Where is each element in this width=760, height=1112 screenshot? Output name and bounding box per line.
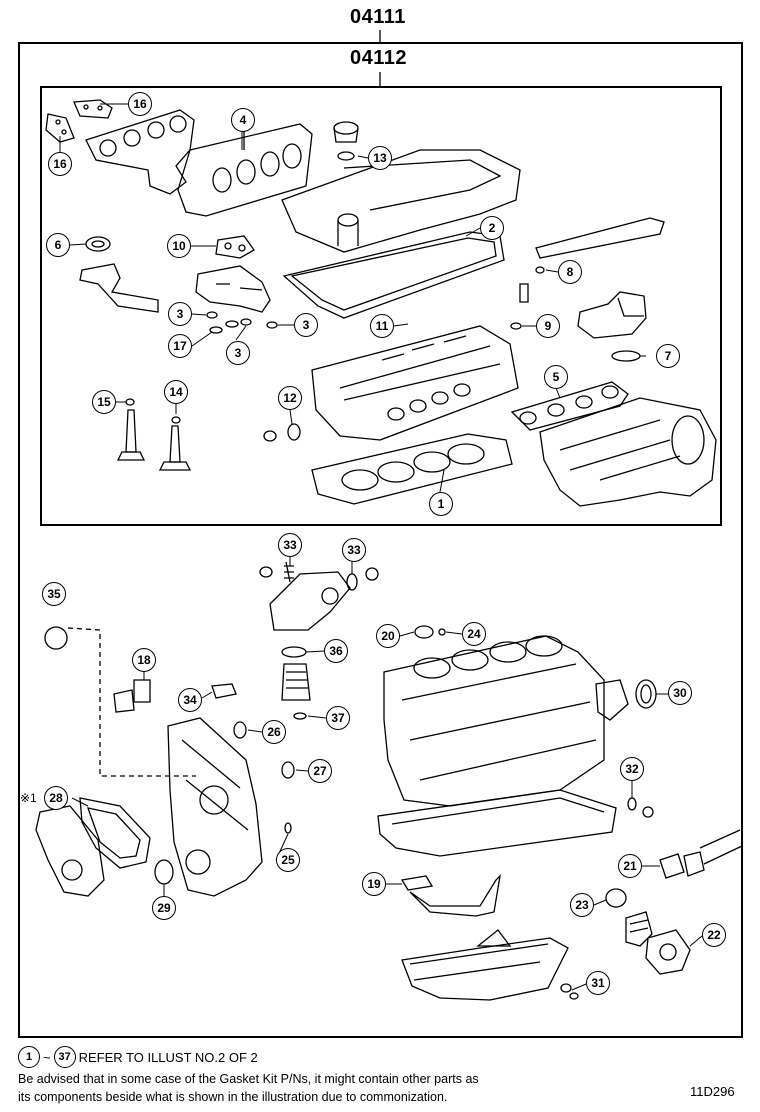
callout-34[interactable]: 34	[178, 688, 202, 712]
upper-kit-frame	[40, 86, 722, 526]
callout-7[interactable]: 7	[656, 344, 680, 368]
star-note-marker: ※1	[20, 791, 37, 805]
callout-10[interactable]: 10	[167, 234, 191, 258]
callout-3c[interactable]: 3	[226, 341, 250, 365]
callout-28[interactable]: 28	[44, 786, 68, 810]
callout-2[interactable]: 2	[480, 216, 504, 240]
callout-30[interactable]: 30	[668, 681, 692, 705]
callout-19[interactable]: 19	[362, 872, 386, 896]
callout-33b[interactable]: 33	[342, 538, 366, 562]
callout-33a[interactable]: 33	[278, 533, 302, 557]
footer-advice-line-2: its components beside what is shown in t…	[18, 1090, 448, 1104]
callout-17[interactable]: 17	[168, 334, 192, 358]
callout-22[interactable]: 22	[702, 923, 726, 947]
callout-27[interactable]: 27	[308, 759, 332, 783]
callout-12[interactable]: 12	[278, 386, 302, 410]
callout-26[interactable]: 26	[262, 720, 286, 744]
callout-6[interactable]: 6	[46, 233, 70, 257]
callout-32[interactable]: 32	[620, 757, 644, 781]
callout-18[interactable]: 18	[132, 648, 156, 672]
callout-20[interactable]: 20	[376, 624, 400, 648]
callout-16b[interactable]: 16	[48, 152, 72, 176]
callout-35[interactable]: 35	[42, 582, 66, 606]
callout-5[interactable]: 5	[544, 365, 568, 389]
footer-range: 1 ~ 37 REFER TO ILLUST NO.2 OF 2	[18, 1046, 258, 1068]
footer-range-tilde: ~	[43, 1049, 51, 1065]
footer-range-start: 1	[18, 1046, 40, 1068]
callout-25[interactable]: 25	[276, 848, 300, 872]
sub-assembly-number: 04112	[350, 47, 408, 69]
callout-8[interactable]: 8	[558, 260, 582, 284]
illustration-code: 11D296	[690, 1084, 735, 1099]
callout-31[interactable]: 31	[586, 971, 610, 995]
footer-advice-line-1: Be advised that in some case of the Gask…	[18, 1072, 479, 1086]
callout-4[interactable]: 4	[231, 108, 255, 132]
callout-36[interactable]: 36	[324, 639, 348, 663]
assembly-number: 04111	[350, 6, 406, 28]
footer-range-end: 37	[53, 1046, 76, 1068]
footer-refer-text: REFER TO ILLUST NO.2 OF 2	[78, 1049, 258, 1065]
callout-13[interactable]: 13	[368, 146, 392, 170]
callout-11[interactable]: 11	[370, 314, 394, 338]
callout-14[interactable]: 14	[164, 380, 188, 404]
callout-24[interactable]: 24	[462, 622, 486, 646]
callout-3a[interactable]: 3	[168, 302, 192, 326]
callout-37[interactable]: 37	[326, 706, 350, 730]
callout-16a[interactable]: 16	[128, 92, 152, 116]
callout-1[interactable]: 1	[429, 492, 453, 516]
callout-23[interactable]: 23	[570, 893, 594, 917]
callout-29[interactable]: 29	[152, 896, 176, 920]
callout-21[interactable]: 21	[618, 854, 642, 878]
callout-3b[interactable]: 3	[294, 313, 318, 337]
callout-9[interactable]: 9	[536, 314, 560, 338]
callout-15[interactable]: 15	[92, 390, 116, 414]
